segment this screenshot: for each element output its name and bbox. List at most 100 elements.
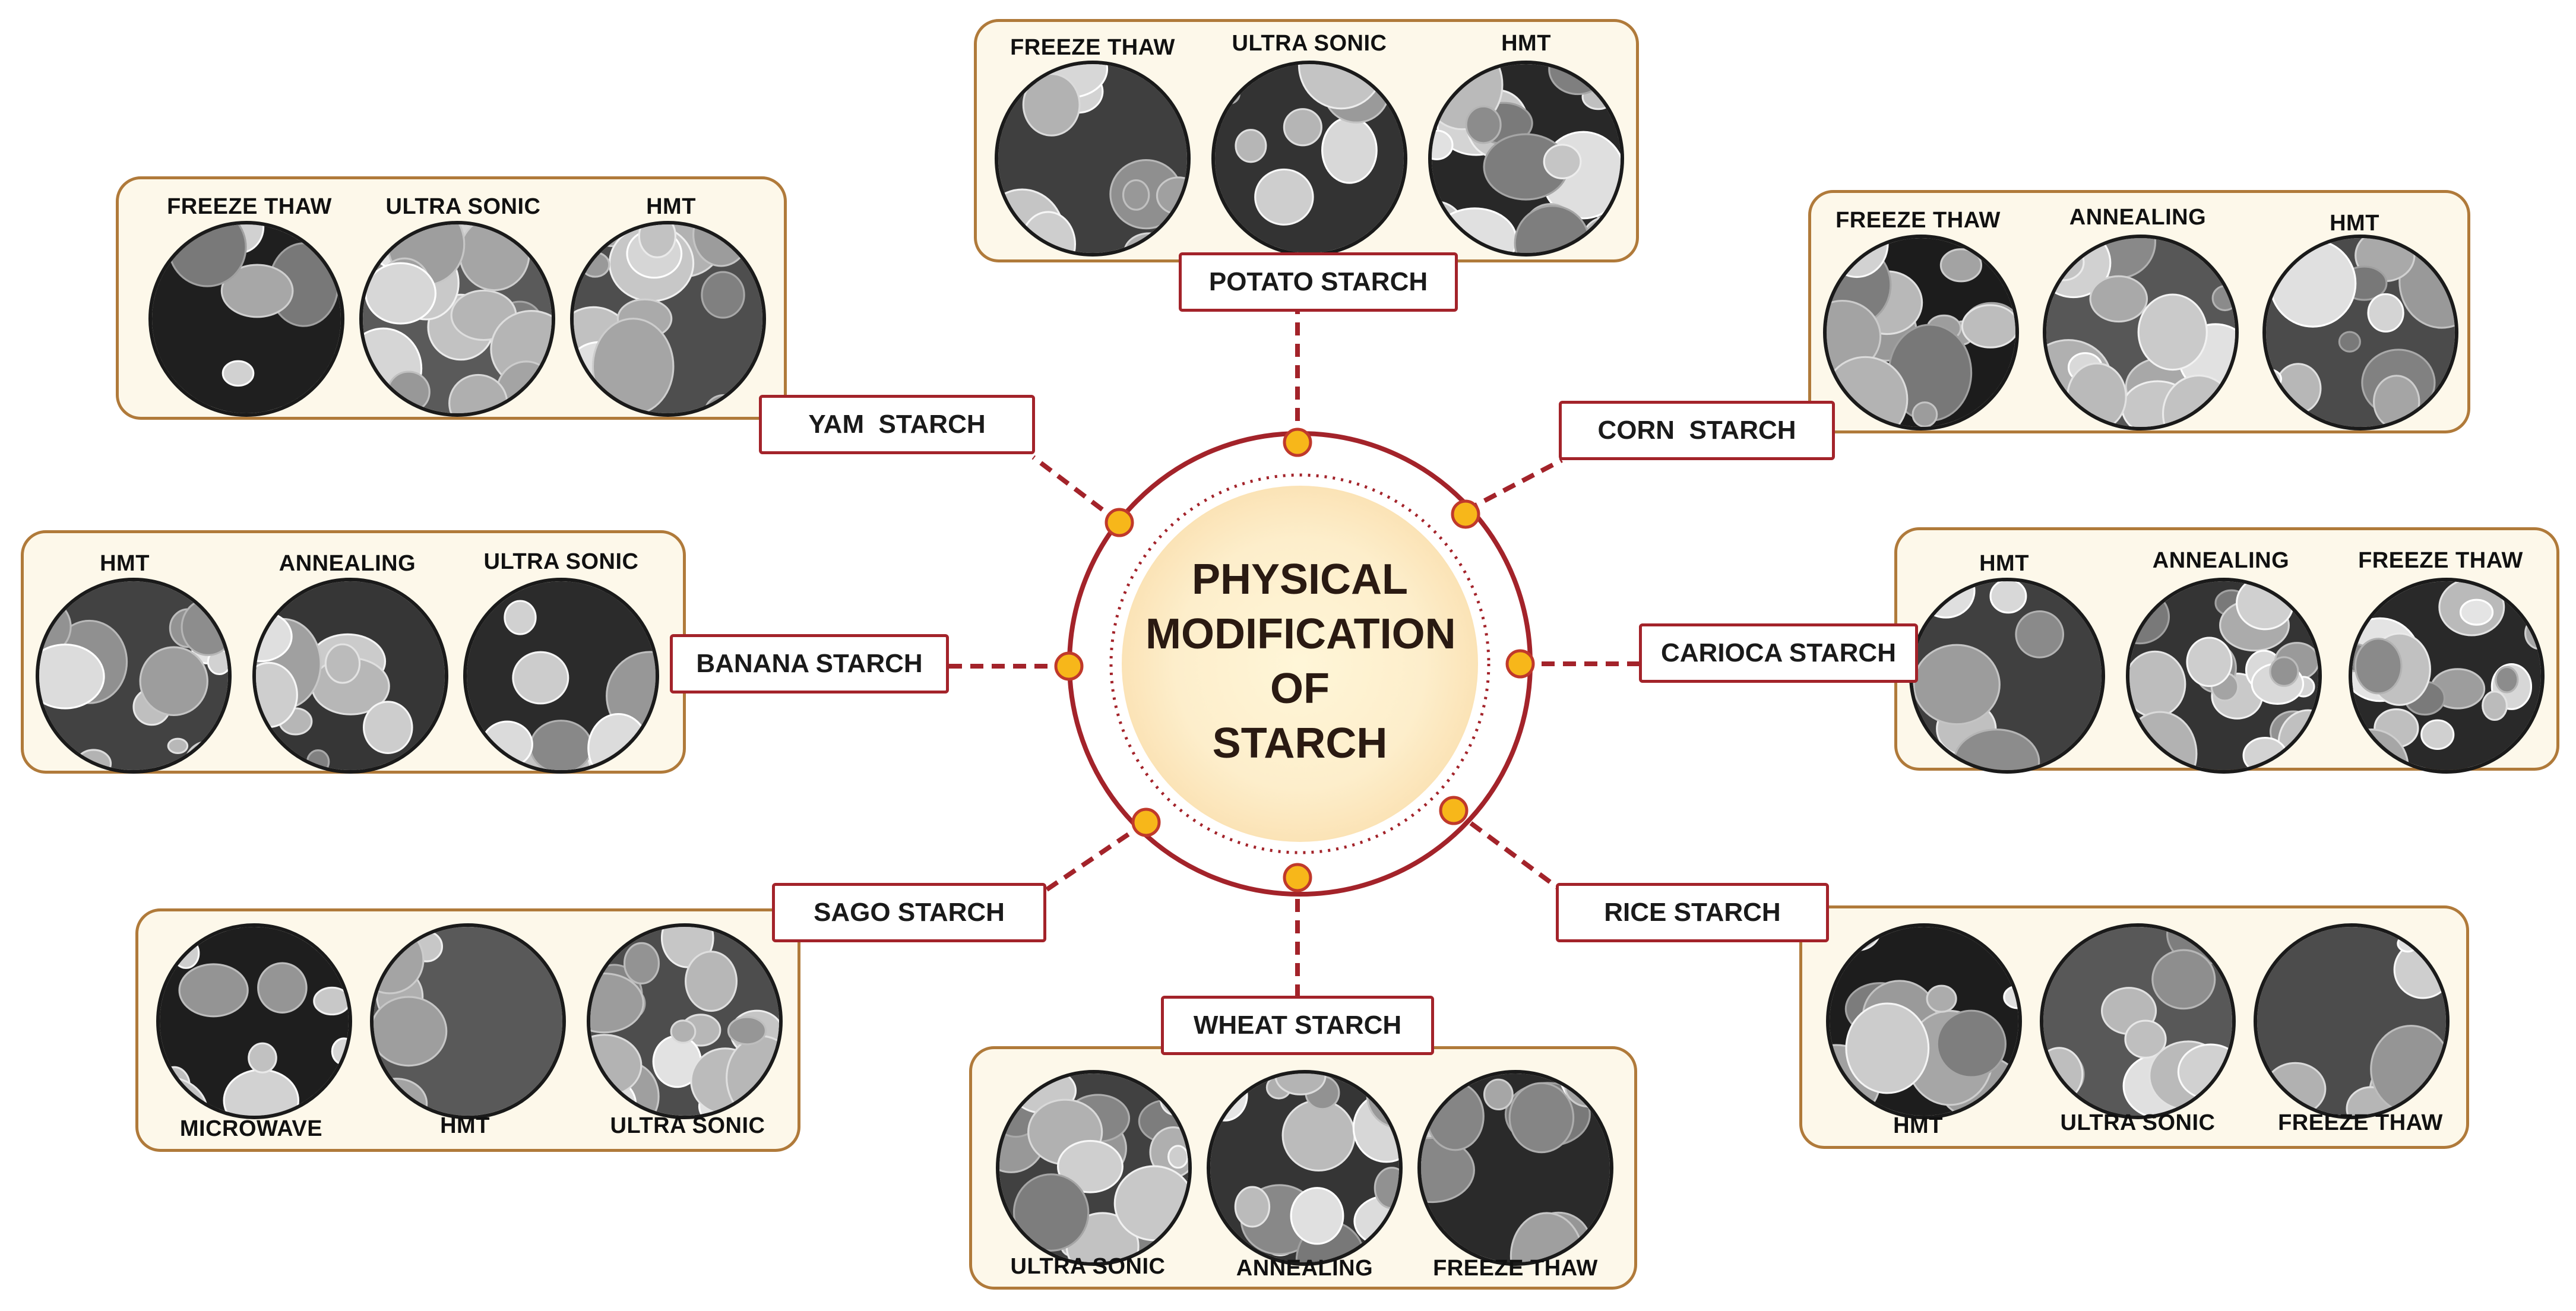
grain xyxy=(2046,243,2085,281)
grain xyxy=(139,646,208,717)
grain xyxy=(623,942,660,984)
grain xyxy=(2137,293,2208,371)
title-line-1: PHYSICAL xyxy=(1191,556,1409,603)
grain-texture xyxy=(1432,64,1621,253)
micrograph-corn-annealing xyxy=(2043,235,2239,430)
connector-rice xyxy=(1452,808,1564,893)
grain xyxy=(374,996,448,1067)
method-label: FREEZE THAW xyxy=(1836,208,2001,233)
method-label: ANNEALING xyxy=(279,551,416,576)
grain xyxy=(1432,129,1454,160)
grain xyxy=(1989,581,2027,614)
micrograph-potato-freeze-thaw xyxy=(995,61,1191,256)
grain xyxy=(1281,1099,1356,1172)
method-label: HMT xyxy=(2330,211,2379,236)
method-label: ULTRA SONIC xyxy=(610,1113,765,1138)
grain xyxy=(587,712,650,770)
method-label: FREEZE THAW xyxy=(2278,1110,2443,1135)
panel-sago: MICROWAVE HMT ULTRA SONIC xyxy=(135,908,800,1152)
micrograph-carioca-hmt xyxy=(1909,578,2105,774)
grain xyxy=(504,600,537,635)
grain-texture xyxy=(2352,581,2541,770)
method-label: ULTRA SONIC xyxy=(1232,31,1387,56)
micrograph-rice-freeze-thaw xyxy=(2254,923,2450,1119)
panel-corn: FREEZE THAW ANNEALING HMT xyxy=(1808,190,2470,433)
method-label: HMT xyxy=(1501,31,1551,56)
grain xyxy=(2370,1025,2446,1114)
grain xyxy=(324,643,361,684)
grain xyxy=(365,262,437,325)
grain xyxy=(1210,1074,1248,1122)
grain xyxy=(529,720,593,770)
grain xyxy=(362,701,413,754)
method-label: ULTRA SONIC xyxy=(483,549,639,574)
grain xyxy=(1483,1078,1514,1111)
grain xyxy=(1845,1002,1930,1094)
center-glow xyxy=(1122,486,1478,842)
micrograph-wheat-freeze-thaw xyxy=(1417,1070,1613,1266)
grain xyxy=(2186,636,2233,688)
dashed-connectors xyxy=(947,312,1642,1000)
micrograph-wheat-ultra-sonic xyxy=(996,1070,1192,1266)
grain-texture xyxy=(998,64,1187,253)
grain xyxy=(1012,1173,1090,1252)
starch-label-yam: YAM STARCH xyxy=(759,395,1035,454)
micrograph-rice-hmt xyxy=(1826,923,2022,1119)
grain-texture xyxy=(590,927,779,1116)
grain xyxy=(1912,401,1938,427)
grain xyxy=(313,986,349,1016)
grain xyxy=(1421,1136,1475,1204)
grain xyxy=(701,271,745,319)
connector-yam xyxy=(1031,455,1121,525)
grain-texture xyxy=(1830,927,2018,1116)
panel-potato: FREEZE THAW ULTRA SONIC HMT xyxy=(974,19,1639,262)
grain xyxy=(2015,610,2065,658)
node-potato xyxy=(1283,428,1312,457)
grain xyxy=(1113,1165,1188,1242)
grain xyxy=(580,251,610,278)
grain xyxy=(2242,737,2288,770)
grain xyxy=(512,651,569,705)
method-label: HMT xyxy=(1893,1113,1943,1138)
grain xyxy=(2367,293,2404,332)
grain-texture xyxy=(2266,238,2455,427)
panel-rice: HMT ULTRA SONIC FREEZE THAW xyxy=(1799,905,2469,1149)
starch-label-rice: RICE STARCH xyxy=(1556,883,1829,942)
title-line-4: STARCH xyxy=(1212,720,1388,767)
grain xyxy=(1022,72,1081,137)
grain xyxy=(2177,1043,2232,1100)
grain xyxy=(2495,666,2519,694)
grain xyxy=(1961,304,2015,349)
node-carioca xyxy=(1505,649,1535,679)
grain-texture xyxy=(2043,927,2232,1116)
grain xyxy=(39,643,105,710)
grain-texture xyxy=(152,224,341,413)
grain xyxy=(2264,1062,2327,1116)
grain-texture xyxy=(39,581,228,770)
title-line-2: MODIFICATION xyxy=(1145,610,1456,658)
panel-banana: HMT ANNEALING ULTRA SONIC xyxy=(21,530,686,774)
grain xyxy=(685,951,738,1012)
micrograph-banana-hmt xyxy=(36,578,232,774)
grain xyxy=(1508,1082,1575,1154)
micrograph-corn-freeze-thaw xyxy=(1823,235,2019,430)
starch-label-potato: POTATO STARCH xyxy=(1179,252,1458,312)
grain xyxy=(167,737,189,754)
grain xyxy=(591,318,675,413)
grain xyxy=(2266,368,2283,390)
connector-sago xyxy=(1043,820,1148,893)
method-label: FREEZE THAW xyxy=(1433,1256,1598,1281)
grain-texture xyxy=(1210,1074,1399,1262)
micrograph-potato-hmt xyxy=(1428,61,1624,256)
panel-carioca: HMT ANNEALING FREEZE THAW xyxy=(1894,527,2559,774)
grain xyxy=(2089,275,2148,323)
starch-label-wheat: WHEAT STARCH xyxy=(1161,996,1434,1055)
grain xyxy=(481,720,533,768)
grain xyxy=(670,1019,697,1044)
method-label: FREEZE THAW xyxy=(2358,548,2523,573)
node-banana xyxy=(1054,651,1084,681)
grain xyxy=(1543,144,1582,179)
method-label: ANNEALING xyxy=(2069,205,2207,230)
grain xyxy=(1166,1074,1188,1093)
grain-texture xyxy=(2046,238,2235,427)
